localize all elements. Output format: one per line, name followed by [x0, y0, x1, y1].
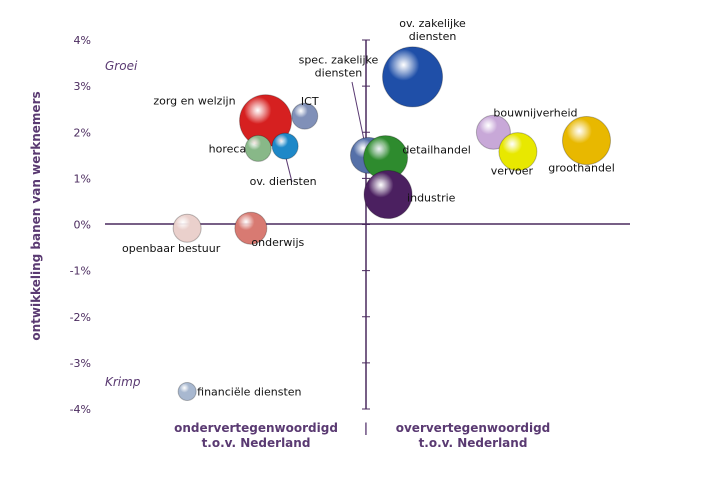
bubble-groothandel — [562, 116, 611, 166]
bubble-ov-zakelijke-diensten — [382, 46, 444, 108]
bubble-ov-diensten — [271, 132, 299, 160]
bubble-vervoer — [498, 132, 538, 172]
y-tick-label: -4% — [70, 403, 91, 416]
y-tick-labels: 4% 3% 2% 1% 0% -1% -2% -3% -4% — [70, 34, 91, 416]
bubble-label: vervoer — [491, 165, 534, 178]
y-tick-label: -2% — [70, 311, 91, 324]
x-category-right-line1: oververtegenwoordigd — [396, 421, 551, 435]
y-tick-label: 4% — [74, 34, 91, 47]
y-tick-label: 1% — [74, 172, 91, 185]
bubble-ict — [291, 102, 319, 130]
bubble-openbaar-bestuur — [172, 213, 202, 243]
y-tick-label: -1% — [70, 265, 91, 278]
bubble-label: ov. diensten — [250, 175, 317, 188]
bubble-industrie — [363, 170, 413, 220]
y-tick-label: 0% — [74, 219, 91, 232]
bubble-label: industrie — [407, 192, 456, 205]
bubble-label: bouwnijverheid — [493, 106, 577, 119]
y-tick-label: 3% — [74, 80, 91, 93]
bubble-label: onderwijs — [251, 236, 304, 249]
bubble-label: financiële diensten — [197, 385, 301, 398]
quadrant-label-krimp: Krimp — [105, 375, 141, 389]
leader-line-ov-diensten — [285, 157, 293, 183]
y-tick-label: -3% — [70, 357, 91, 370]
bubble-onderwijs — [234, 211, 268, 245]
y-tick-label: 2% — [74, 126, 91, 139]
x-category-left-line1: ondervertegenwoordigd — [174, 421, 338, 435]
bubble-label: horeca — [209, 142, 247, 155]
x-category-left-line2: t.o.v. Nederland — [202, 436, 311, 450]
y-tick-marks — [362, 39, 370, 410]
bubble-horeca — [244, 134, 272, 162]
x-category-separator: | — [364, 421, 368, 435]
bubble-label: zorg en welzijn — [153, 95, 235, 108]
leader-line-spec-zakelijke — [351, 81, 365, 141]
bubble-bouwnijverheid — [475, 114, 511, 150]
bubble-label: detailhandel — [402, 144, 470, 157]
quadrant-label-groei: Groei — [105, 59, 138, 73]
x-category-right-line2: t.o.v. Nederland — [419, 436, 528, 450]
bubble-financi-le-diensten — [177, 381, 197, 401]
bubble-label: openbaar bestuur — [122, 242, 221, 255]
y-axis-label: ontwikkeling banen van werknemers — [29, 91, 43, 340]
bubble-series — [172, 46, 611, 401]
bubble-label: groothandel — [548, 162, 615, 175]
bubble-label: ICT — [301, 95, 319, 108]
